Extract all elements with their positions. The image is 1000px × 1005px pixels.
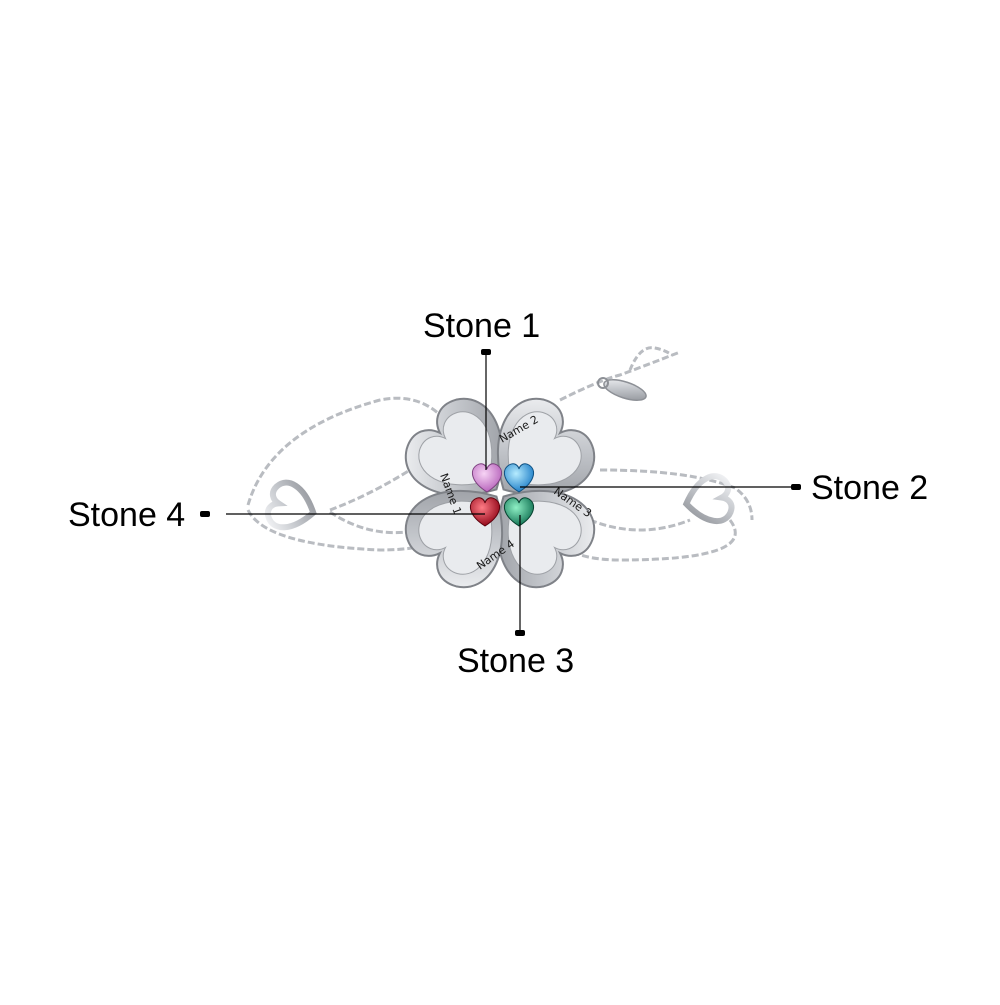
right-heart-link xyxy=(682,473,735,524)
upper-chain xyxy=(246,350,754,521)
stone-3-marker-dot xyxy=(515,630,525,636)
stone-2-marker-dot xyxy=(791,484,801,490)
stone-1-gem xyxy=(471,463,503,493)
extender-chain xyxy=(628,346,673,371)
stone-4-label: Stone 4 xyxy=(68,496,186,534)
lobster-clasp xyxy=(597,377,647,401)
stone-1-marker-dot xyxy=(481,349,491,355)
stone-3-label: Stone 3 xyxy=(457,642,575,680)
left-heart-link xyxy=(264,479,317,531)
stone-2-label: Stone 2 xyxy=(811,469,929,507)
clover-pendant xyxy=(404,397,596,589)
stone-2-gem xyxy=(503,463,535,493)
stone-4-gem xyxy=(469,497,501,527)
stone-3-gem xyxy=(503,497,535,527)
stone-1-label: Stone 1 xyxy=(423,307,541,345)
stone-4-marker-dot xyxy=(200,511,210,517)
